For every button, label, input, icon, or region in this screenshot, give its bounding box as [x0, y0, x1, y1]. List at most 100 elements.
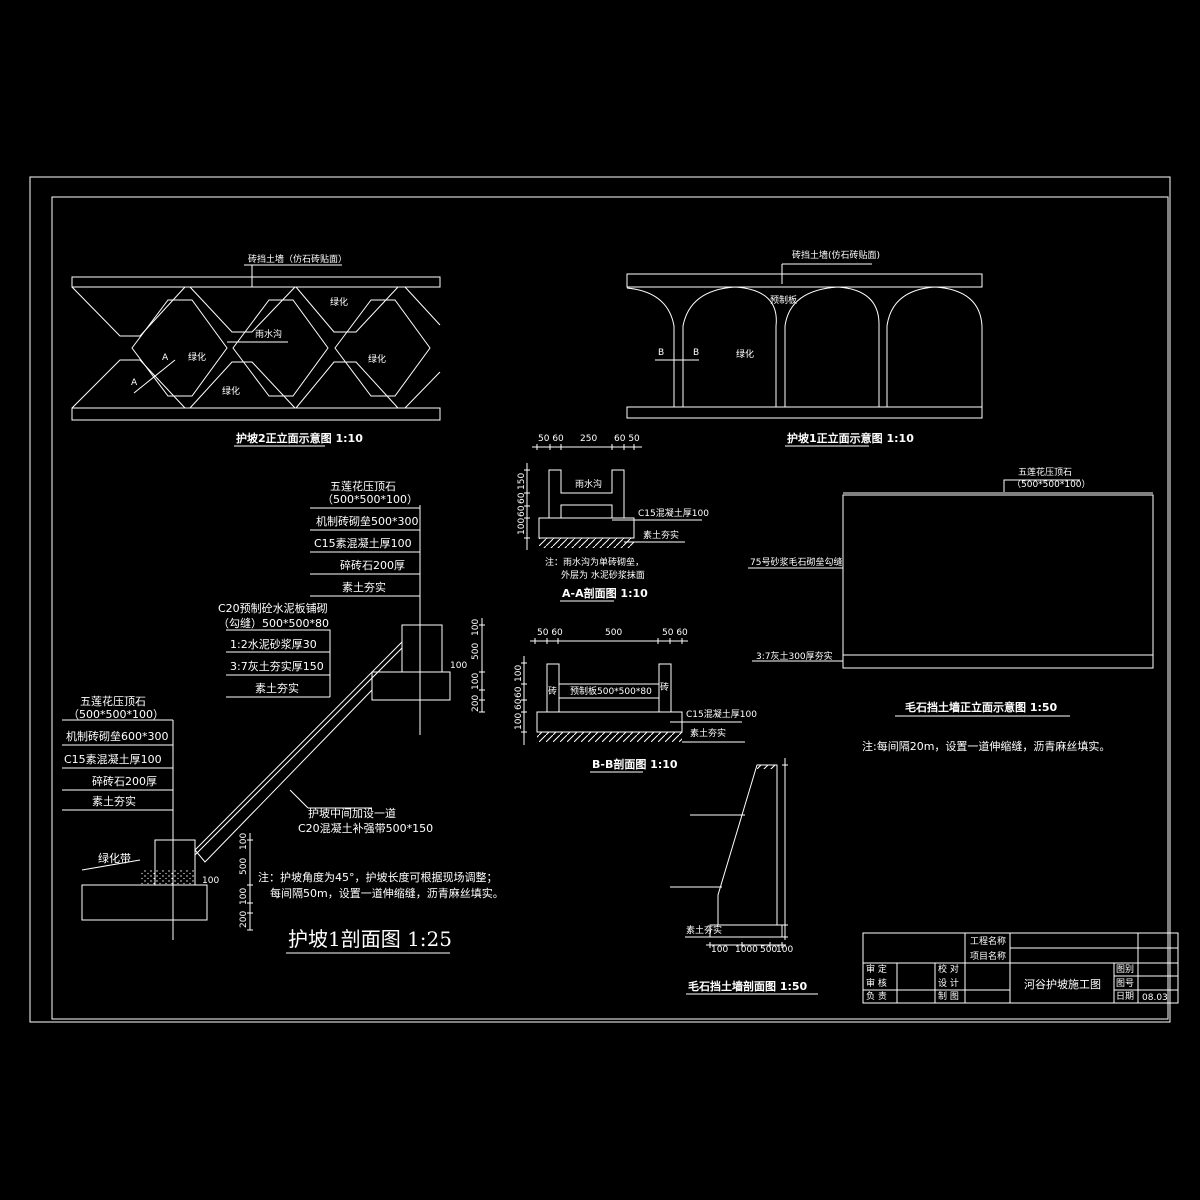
date-value: 08.03	[1142, 993, 1168, 1003]
role-label: 审 核	[866, 977, 887, 989]
band-note: C20混凝土补强带500*150	[298, 821, 433, 835]
layer-label: 碎砖石200厚	[340, 558, 405, 572]
green-label: 绿化	[330, 296, 348, 308]
soil-label: 素土夯实	[643, 529, 679, 541]
dim: 60	[514, 686, 524, 698]
slab-label: 预制板500*500*80	[570, 685, 652, 697]
green-belt-label: 绿化带	[98, 851, 131, 865]
section-mark-b: B	[658, 348, 664, 358]
inner-frame	[51, 196, 1169, 1020]
dim: 150	[517, 473, 527, 490]
stone-wall-elevation: 五莲花压顶石 （500*500*100） 75号砂浆毛石砌垒勾缝 3:7灰土30…	[748, 466, 1154, 753]
title-block: 工程名称 项目名称 审 定 审 核 负 责 校 对 设 计 制 图 河谷护坡施工…	[862, 932, 1179, 1004]
note: 外层为 水泥砂浆抹面	[561, 569, 645, 581]
role-label: 审 定	[866, 963, 887, 975]
dim: 500	[605, 628, 622, 638]
dim: 200	[471, 695, 481, 712]
drawing-title: 毛石挡土墙正立面示意图 1:50	[905, 700, 1058, 714]
slope1-section: 五莲花压顶石 （500*500*100） 机制砖砌垒500*300 C15素混凝…	[62, 480, 504, 954]
item-name-label: 项目名称	[970, 950, 1006, 962]
green-label: 绿化	[222, 385, 240, 397]
dim: 100	[450, 661, 467, 671]
note: 注：护坡角度为45°，护坡长度可根据现场调整；	[258, 870, 498, 884]
section-mark-a: A	[131, 378, 138, 388]
role-label: 制 图	[938, 990, 959, 1002]
layer-label: 碎砖石200厚	[92, 774, 157, 788]
role-label: 校 对	[938, 963, 959, 975]
layer-label: C15素混凝土厚100	[64, 752, 162, 766]
dim: 100	[471, 619, 481, 636]
drawing-title: 河谷护坡施工图	[1024, 977, 1101, 991]
ditch-label: 雨水沟	[255, 328, 282, 340]
slab-label: 预制板	[770, 294, 797, 306]
dim: 100	[776, 945, 793, 955]
layer-label: （500*500*100）	[68, 708, 164, 721]
layer-label: C15素混凝土厚100	[314, 536, 412, 550]
slope1-elevation: 砖挡土墙(仿石砖贴面) 预制板 绿化 B B 护坡1正立面示意图 1:10	[626, 249, 983, 447]
wall-label: 砖挡土墙(仿石砖贴面)	[792, 249, 880, 261]
dim: 60	[517, 492, 527, 504]
green-label: 绿化	[736, 348, 754, 360]
concrete-label: C15混凝土厚100	[638, 507, 709, 519]
note: 注:每间隔20m，设置一道伸缩缝，沥青麻丝填实。	[862, 739, 1110, 753]
layer-label: （500*500*100）	[322, 493, 418, 506]
outer-frame	[29, 176, 1171, 1023]
dim: 100	[239, 888, 249, 905]
note: 每间隔50m，设置一道伸缩缝，沥青麻丝填实。	[270, 886, 504, 900]
green-label: 绿化	[368, 353, 386, 365]
ditch-label: 雨水沟	[575, 478, 602, 490]
project-name-label: 工程名称	[970, 935, 1006, 947]
band-note: 护坡中间加设一道	[308, 806, 396, 820]
layer-label: 素土夯实	[255, 681, 299, 695]
dim: 50 60	[538, 434, 564, 444]
dim: 250	[580, 434, 597, 444]
masonry-label: 75号砂浆毛石砌垒勾缝	[750, 556, 842, 568]
dim: 50 60	[537, 628, 563, 638]
dim: 500	[471, 643, 481, 660]
layer-label: 五莲花压顶石	[330, 480, 396, 493]
brick-label: 砖	[548, 685, 557, 697]
green-label: 绿化	[188, 351, 206, 363]
role-label: 设 计	[938, 977, 959, 989]
dim: 1000	[735, 945, 758, 955]
dim: 500	[239, 858, 249, 875]
layer-label: C20预制砼水泥板铺砌	[218, 601, 328, 615]
cap-size: （500*500*100）	[1012, 479, 1091, 490]
field-label: 日期	[1116, 991, 1134, 1002]
section-mark-a: A	[162, 353, 169, 363]
role-label: 负 责	[866, 990, 887, 1002]
dim: 200	[239, 911, 249, 928]
concrete-label: C15混凝土厚100	[686, 708, 757, 720]
wall-label: 砖挡土墙（仿石砖贴面）	[248, 253, 347, 265]
dim: 100	[514, 665, 524, 682]
layer-label: 机制砖砌垒500*300	[316, 514, 419, 528]
dim: 50 60	[662, 628, 688, 638]
slope2-elevation: 砖挡土墙（仿石砖贴面） 绿化 绿化 绿化 绿化 雨水沟 A A 护坡2正立面示意…	[71, 253, 441, 447]
dim: 100	[202, 876, 219, 886]
dim: 60 50	[614, 434, 640, 444]
drawing-title: A-A剖面图 1:10	[562, 586, 648, 600]
drawing-title: 护坡1剖面图 1:25	[288, 927, 452, 951]
drawing-title: 毛石挡土墙剖面图 1:50	[688, 979, 808, 993]
dim: 100	[711, 945, 728, 955]
brick-label: 砖	[660, 681, 669, 693]
field-label: 图号	[1116, 978, 1134, 989]
drawing-title: 护坡2正立面示意图 1:10	[236, 431, 363, 445]
base-label: 3:7灰土300厚夯实	[756, 650, 833, 662]
aa-section: 50 60 250 60 50 100 60 60 150 雨水沟 C15混凝土…	[517, 434, 709, 602]
dim: 100	[514, 713, 524, 730]
note: 注：雨水沟为单砖砌垒，	[545, 556, 644, 568]
layer-label: 机制砖砌垒600*300	[66, 729, 169, 743]
layer-label: 3:7灰土夯实厚150	[230, 659, 324, 673]
layer-label: 素土夯实	[92, 794, 136, 808]
soil-label: 素土夯实	[686, 924, 722, 936]
dim: 60	[514, 698, 524, 710]
dim: 100	[471, 673, 481, 690]
layer-label: 1:2水泥砂浆厚30	[230, 637, 317, 651]
layer-label: 五莲花压顶石	[80, 695, 146, 708]
field-label: 图别	[1116, 964, 1134, 975]
stone-wall-section: 素土夯实 100 1000 500 100 毛石挡土墙剖面图 1:50	[670, 758, 818, 995]
layer-label: 素土夯实	[342, 580, 386, 594]
dim: 500	[760, 945, 777, 955]
